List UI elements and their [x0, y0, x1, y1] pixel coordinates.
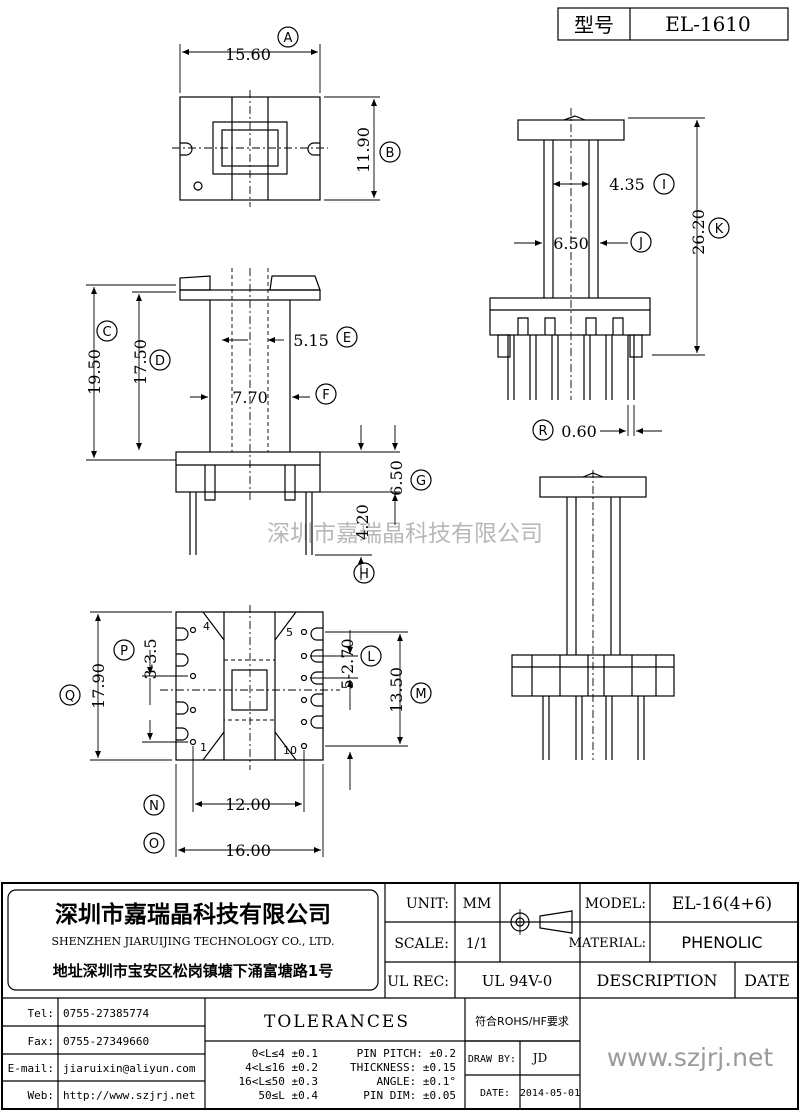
drawby-value: JD — [531, 1051, 547, 1065]
tol-row-1: 0<L≤4 ±0.1 — [252, 1047, 318, 1060]
angle: ANGLE: ±0.1° — [377, 1075, 456, 1088]
label-e: E — [343, 331, 351, 346]
ulrec-value: UL 94V-0 — [482, 972, 553, 990]
model-label: MODEL: — [585, 896, 646, 912]
label-a: A — [284, 31, 293, 46]
label-q: Q — [65, 689, 75, 704]
label-b: B — [386, 146, 395, 161]
pin-label-5: 5 — [286, 626, 293, 639]
dim-q-value: 17.90 — [89, 663, 108, 709]
thickness: THICKNESS: ±0.15 — [350, 1061, 456, 1074]
label-f: F — [322, 388, 329, 403]
email-label: E-mail: — [8, 1062, 54, 1075]
front-view: 5.15 E 7.70 F 19.50 C 17.50 D 6.50 G 4.2… — [85, 268, 432, 584]
label-r: R — [538, 424, 547, 439]
tol-row-2: 4<L≤16 ±0.2 — [245, 1061, 318, 1074]
company-name-en: SHENZHEN JIARUIJING TECHNOLOGY CO., LTD. — [51, 935, 334, 948]
tel-value: 0755-27385774 — [63, 1007, 149, 1020]
dim-m-value: 13.50 — [387, 667, 406, 713]
material-value: PHENOLIC — [681, 933, 762, 952]
dim-j-value: 6.50 — [553, 234, 589, 253]
dim-p-value: 3-3.5 — [141, 638, 160, 679]
label-p: P — [120, 644, 128, 659]
top-view: 15.60 A 11.90 B — [172, 26, 401, 207]
pin-label-10: 10 — [283, 744, 297, 757]
rohs-note: 符合ROHS/HF要求 — [475, 1014, 569, 1028]
dim-n-value: 12.00 — [225, 795, 271, 814]
label-c: C — [102, 325, 111, 340]
dim-d-value: 17.50 — [131, 339, 150, 385]
pin-pitch: PIN PITCH: ±0.2 — [357, 1047, 456, 1060]
tolerances-title: TOLERANCES — [264, 1012, 410, 1032]
pin-label-1: 1 — [200, 741, 207, 754]
dim-h-value: 4.20 — [353, 504, 372, 540]
label-m: M — [415, 687, 426, 702]
bottom-view: 4 1 5 10 17.90 Q 3-3.5 P 5-2.70 L 13.50 … — [59, 605, 432, 860]
web-label: Web: — [28, 1089, 55, 1102]
label-o: O — [149, 837, 159, 852]
model-title: EL-1610 — [665, 12, 751, 36]
model-value: EL-16(4+6) — [672, 894, 772, 914]
web-value[interactable]: http://www.szjrj.net — [63, 1089, 195, 1102]
label-n: N — [149, 799, 159, 814]
label-k: K — [715, 222, 724, 237]
dim-f-value: 7.70 — [232, 388, 268, 407]
dim-i-value: 4.35 — [609, 175, 645, 194]
label-i: I — [662, 178, 666, 193]
title-box: 型号 EL-1610 — [557, 7, 789, 41]
tol-row-4: 50≤L ±0.4 — [258, 1089, 318, 1102]
ulrec-label: UL REC: — [387, 974, 449, 990]
unit-label: UNIT: — [406, 896, 449, 912]
material-label: MATERIAL: — [569, 936, 646, 951]
side-view: 4.35 I 6.50 J 26.20 K R 0.60 — [489, 108, 730, 441]
pin-dim: PIN DIM: ±0.05 — [363, 1089, 456, 1102]
pin-label-4: 4 — [203, 620, 210, 633]
tol-row-3: 16<L≤50 ±0.3 — [239, 1075, 318, 1088]
email-value[interactable]: jiaruixin@aliyun.com — [63, 1062, 196, 1075]
dim-r-value: 0.60 — [561, 422, 597, 441]
date-label: DATE: — [480, 1088, 510, 1099]
dim-g-value: 6.50 — [387, 460, 406, 496]
date-header-label: DATE — [744, 971, 790, 990]
unit-value: MM — [463, 896, 492, 912]
title-label: 型号 — [574, 13, 614, 37]
website-watermark: www.szjrj.net — [607, 1043, 773, 1072]
dim-o-value: 16.00 — [225, 841, 271, 860]
dim-e-value: 5.15 — [293, 331, 329, 350]
label-l: L — [367, 650, 375, 665]
projection-symbol-icon — [507, 909, 573, 935]
label-d: D — [155, 354, 165, 369]
title-block: 深圳市嘉瑞晶科技有限公司 SHENZHEN JIARUIJING TECHNOL… — [1, 882, 799, 1110]
scale-value: 1/1 — [466, 936, 489, 952]
dim-c-value: 19.50 — [85, 349, 104, 395]
side-view-2 — [511, 470, 675, 760]
drawby-label: DRAW BY: — [468, 1054, 516, 1065]
company-address: 地址深圳市宝安区松岗镇塘下涌富塘路1号 — [53, 962, 333, 980]
date-value: 2014-05-01 — [520, 1088, 580, 1099]
dim-k-value: 26.20 — [689, 209, 708, 255]
fax-value: 0755-27349660 — [63, 1035, 149, 1048]
tel-label: Tel: — [28, 1007, 55, 1020]
dim-l-value: 5-2.70 — [338, 638, 357, 689]
label-j: J — [638, 236, 643, 251]
company-name-cn: 深圳市嘉瑞晶科技有限公司 — [55, 901, 331, 928]
scale-label: SCALE: — [394, 936, 449, 952]
dim-a-value: 15.60 — [225, 45, 271, 64]
fax-label: Fax: — [28, 1035, 55, 1048]
description-label: DESCRIPTION — [597, 971, 718, 990]
label-g: G — [416, 474, 426, 489]
watermark: 深圳市嘉瑞晶科技有限公司 — [267, 521, 543, 547]
label-h: H — [359, 567, 369, 582]
dim-b-value: 11.90 — [354, 127, 373, 173]
